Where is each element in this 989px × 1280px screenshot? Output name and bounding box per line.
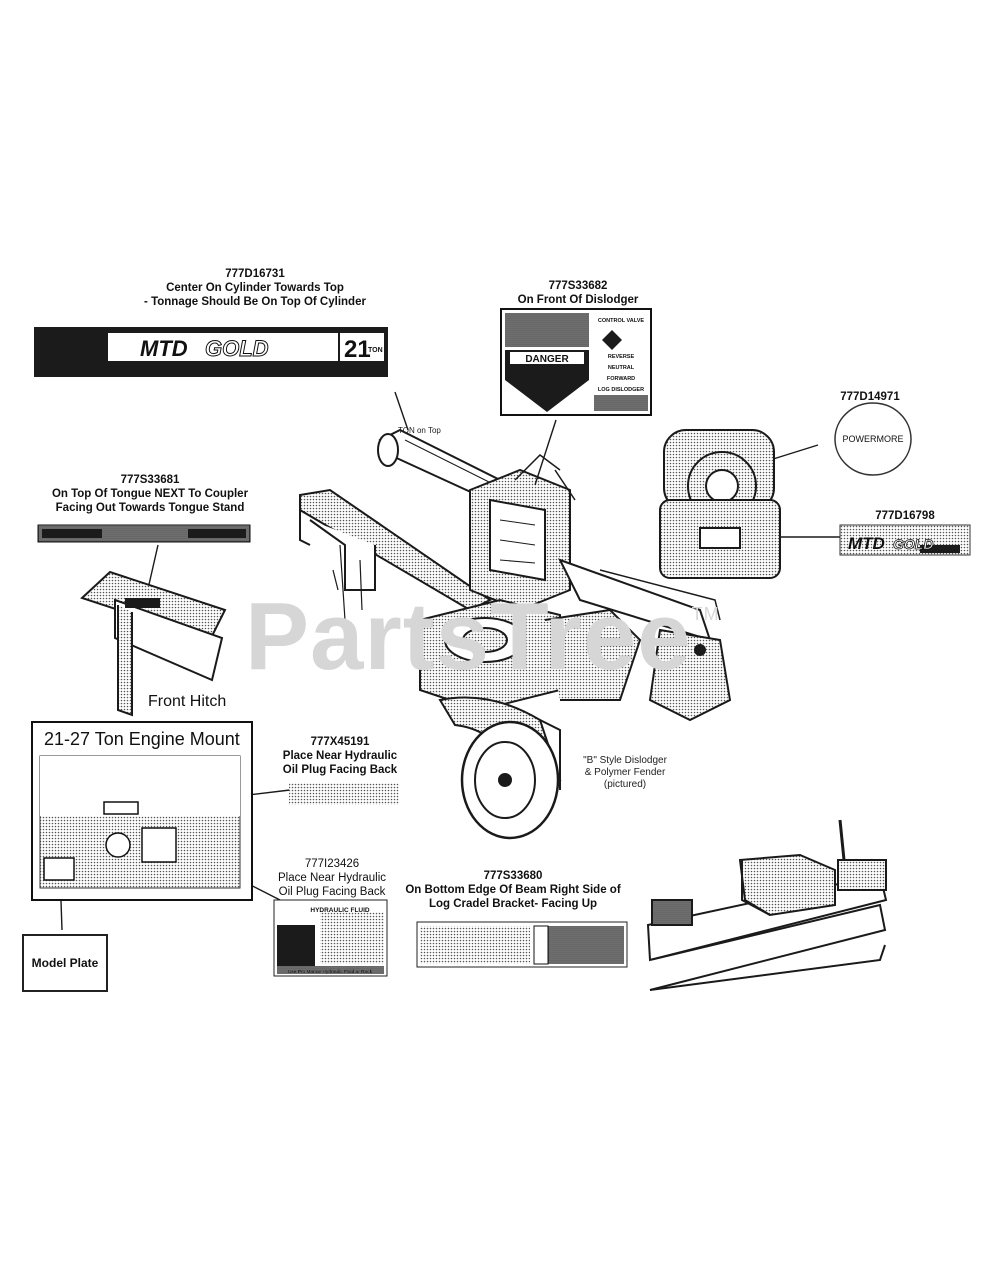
callout-777D16798: 777D16798 bbox=[862, 509, 948, 523]
engine-illustration bbox=[659, 429, 781, 579]
ton-text: TON bbox=[368, 347, 383, 354]
partstree-watermark: PartsTreeTM bbox=[245, 583, 720, 690]
callout-instruction: Center On Cylinder Towards Top bbox=[166, 282, 344, 294]
callout-777S33682: 777S33682 On Front Of Dislodger bbox=[490, 279, 666, 307]
hydraulic-fluid-decal bbox=[273, 899, 388, 977]
callout-instruction: Place Near Hydraulic bbox=[282, 750, 398, 762]
powermore-decal bbox=[834, 402, 912, 476]
hydraulic-fluid-footer: Use Pro Marine Hydraulic Fluid or Rack bbox=[288, 969, 373, 975]
callout-instruction: Oil Plug Facing Back bbox=[282, 764, 398, 776]
engine-mount-panel bbox=[31, 721, 253, 901]
part-number: 777S33682 bbox=[548, 280, 608, 292]
neutral-text: NEUTRAL bbox=[608, 365, 635, 371]
callout-instruction: On Front Of Dislodger bbox=[517, 294, 639, 306]
part-number: 777S33681 bbox=[120, 474, 180, 486]
mtd-logo: MTD bbox=[140, 336, 188, 361]
dislodger-note-line: "B" Style Dislodger bbox=[583, 755, 667, 766]
log-dislodger-text: LOG DISLODGER bbox=[598, 387, 644, 393]
mtd-small-logo: MTD bbox=[848, 534, 885, 553]
hydraulic-plug-decal-1 bbox=[289, 783, 399, 805]
beam-decal bbox=[416, 921, 628, 968]
tongue-decal bbox=[37, 524, 251, 543]
front-hitch-label: Front Hitch bbox=[148, 693, 227, 710]
dislodger-note: "B" Style Dislodger & Polymer Fender (pi… bbox=[570, 755, 680, 791]
forward-text: FORWARD bbox=[607, 376, 635, 382]
callout-777S33681: 777S33681 On Top Of Tongue NEXT To Coupl… bbox=[40, 473, 260, 515]
callout-777I23426: 777I23426 Place Near Hydraulic Oil Plug … bbox=[262, 857, 402, 899]
callout-777D14971: 777D14971 bbox=[830, 390, 910, 404]
gold-logo: GOLD bbox=[205, 336, 269, 361]
part-number: 777S33680 bbox=[483, 870, 543, 882]
callout-777D16731: 777D16731 Center On Cylinder Towards Top… bbox=[119, 267, 391, 309]
log-splitter-drawing bbox=[299, 428, 732, 840]
hydraulic-fluid-title: HYDRAULIC FLUID bbox=[310, 907, 370, 914]
dislodger-note-line: & Polymer Fender bbox=[584, 767, 666, 778]
callout-777X45191: 777X45191 Place Near Hydraulic Oil Plug … bbox=[264, 735, 416, 777]
callout-instruction: Place Near Hydraulic bbox=[277, 872, 386, 884]
model-plate-label: Model Plate bbox=[31, 956, 99, 970]
mtd-gold-small-decal bbox=[839, 524, 971, 556]
callout-instruction: Facing Out Towards Tongue Stand bbox=[55, 502, 245, 514]
ton-on-top-note: TON on Top bbox=[398, 426, 441, 435]
part-number: 777D14971 bbox=[840, 391, 900, 403]
dislodger-note-line: (pictured) bbox=[603, 779, 647, 790]
engine-mount-title: 21-27 Ton Engine Mount bbox=[44, 729, 240, 749]
log-cradle-sketch bbox=[646, 819, 888, 991]
tonnage-text: 21 bbox=[344, 336, 371, 363]
front-hitch-sketch bbox=[80, 570, 227, 717]
part-number: 777D16731 bbox=[225, 268, 285, 280]
control-valve-decal bbox=[500, 308, 652, 416]
callout-777S33680: 777S33680 On Bottom Edge Of Beam Right S… bbox=[378, 869, 648, 911]
callout-instruction: Oil Plug Facing Back bbox=[278, 886, 386, 898]
model-plate-box: Model Plate bbox=[22, 934, 108, 992]
callout-instruction: On Bottom Edge Of Beam Right Side of bbox=[405, 884, 621, 896]
callout-instruction: - Tonnage Should Be On Top Of Cylinder bbox=[144, 296, 366, 308]
callout-instruction: Log Cradel Bracket- Facing Up bbox=[428, 898, 598, 910]
reverse-text: REVERSE bbox=[608, 354, 635, 360]
callout-instruction: On Top Of Tongue NEXT To Coupler bbox=[51, 488, 249, 500]
mtd-gold-cylinder-decal bbox=[34, 327, 388, 377]
part-number: 777I23426 bbox=[304, 858, 360, 870]
gold-small-logo: GOLD bbox=[893, 536, 933, 552]
part-number: 777D16798 bbox=[875, 510, 935, 522]
part-number: 777X45191 bbox=[310, 736, 370, 748]
danger-text: DANGER bbox=[525, 354, 569, 365]
powermore-logo: POWERMORE bbox=[842, 434, 903, 444]
control-valve-title: CONTROL VALVE bbox=[598, 318, 644, 324]
